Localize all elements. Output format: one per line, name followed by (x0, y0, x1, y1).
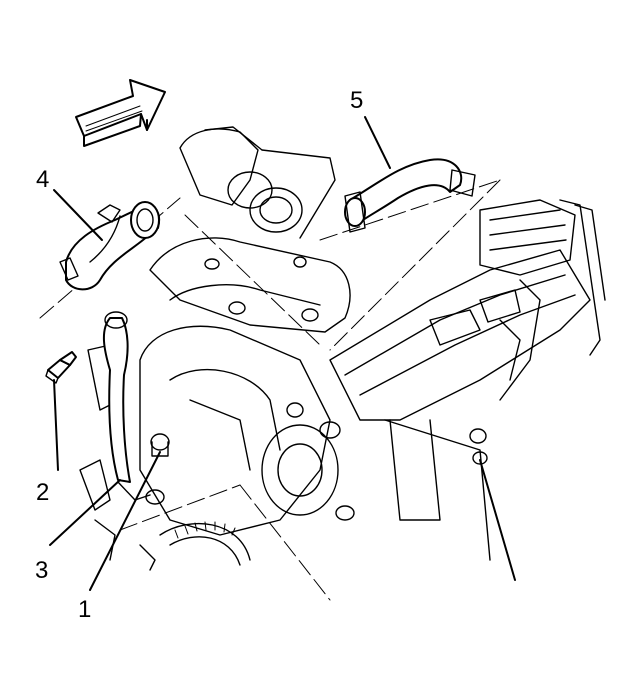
part-2-bolt (45, 351, 77, 384)
callouts: 4 5 2 3 1 (35, 87, 363, 623)
part-4-hose (59, 201, 160, 291)
leader-lines (49, 116, 516, 591)
callout-4: 4 (36, 166, 49, 193)
direction-arrow-icon (75, 79, 166, 147)
callout-3: 3 (35, 557, 48, 584)
callout-2: 2 (36, 479, 49, 506)
callout-5: 5 (350, 87, 363, 114)
part-3-hose (103, 311, 151, 501)
part-5-hose (344, 158, 476, 233)
callout-1: 1 (78, 596, 91, 623)
engine-assembly (39, 126, 606, 601)
